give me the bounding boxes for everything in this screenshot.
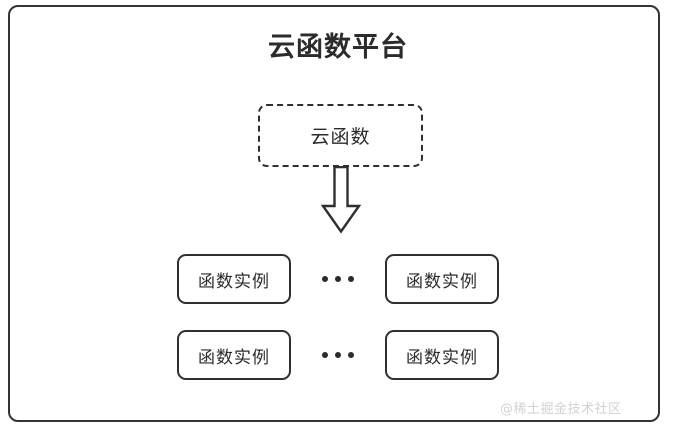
arrow-down-icon	[320, 165, 362, 234]
function-instance-label: 函数实例	[198, 347, 270, 368]
platform-title: 云函数平台	[268, 32, 408, 63]
function-instance-row-2: 函数实例 函数实例	[0, 330, 676, 380]
function-instance-box[interactable]: 函数实例	[385, 254, 499, 304]
ellipsis-dot	[322, 276, 328, 282]
function-instance-label: 函数实例	[406, 347, 478, 368]
ellipsis-icon	[291, 330, 385, 380]
ellipsis-dot	[335, 276, 341, 282]
function-instance-box[interactable]: 函数实例	[385, 330, 499, 380]
watermark-text: @稀土掘金技术社区	[500, 402, 622, 417]
cloud-function-box: 云函数	[258, 104, 423, 167]
function-instance-box[interactable]: 函数实例	[177, 254, 291, 304]
ellipsis-dot	[335, 352, 341, 358]
ellipsis-icon	[291, 254, 385, 304]
ellipsis-dot	[322, 352, 328, 358]
cloud-function-label: 云函数	[310, 126, 371, 148]
ellipsis-dot	[348, 276, 354, 282]
function-instance-label: 函数实例	[406, 271, 478, 292]
function-instance-row-1: 函数实例 函数实例	[0, 254, 676, 304]
ellipsis-dot	[348, 352, 354, 358]
function-instance-label: 函数实例	[198, 271, 270, 292]
function-instance-box[interactable]: 函数实例	[177, 330, 291, 380]
